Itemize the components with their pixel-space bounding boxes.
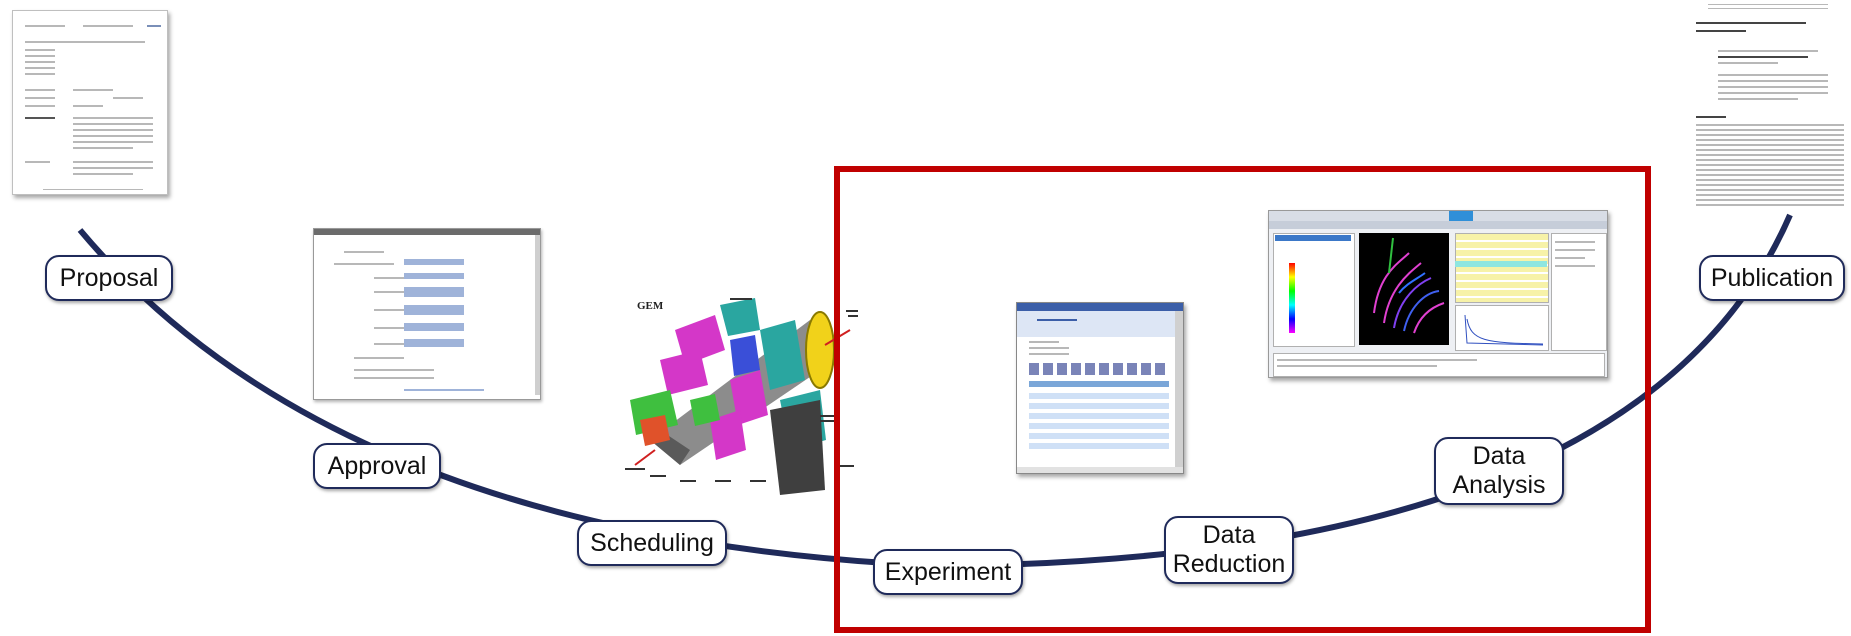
stage-data-analysis[interactable]: Data Analysis [1434,437,1564,505]
proposal-document-thumbnail [12,10,168,195]
highlight-box [834,166,1651,633]
gem-detector-illustration [625,298,858,495]
stage-data-reduction[interactable]: Data Reduction [1164,516,1294,584]
stage-approval[interactable]: Approval [313,443,441,489]
stage-experiment[interactable]: Experiment [873,549,1023,595]
stage-proposal[interactable]: Proposal [45,255,173,301]
publication-paper-thumbnail [1688,0,1848,212]
experiment-webpage-thumbnail [1016,302,1184,474]
data-analysis-app-thumbnail [1268,210,1608,378]
detector-title: GEM [637,300,664,312]
stage-scheduling[interactable]: Scheduling [577,520,727,566]
stage-publication[interactable]: Publication [1699,255,1845,301]
approval-form-thumbnail [313,228,541,400]
